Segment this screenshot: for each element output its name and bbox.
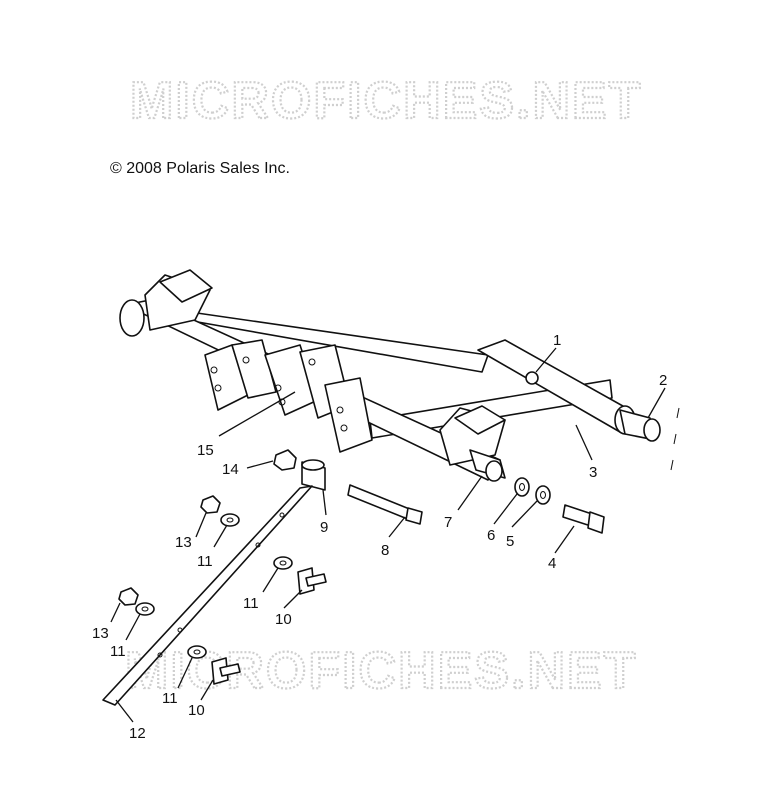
watermark-top: MICROFICHES.NET [130,72,642,130]
callout-10-lower: 10 [188,702,205,719]
callout-6: 6 [487,527,495,544]
callout-11-left: 11 [110,643,126,660]
callout-13-upper: 13 [175,534,192,551]
watermark-bottom: MICROFICHES.NET [125,642,637,700]
callout-14: 14 [222,461,239,478]
callout-11-lower: 11 [162,690,178,707]
callout-4: 4 [548,555,556,572]
callout-2: 2 [659,372,667,389]
callout-3: 3 [589,464,597,481]
callout-11-mid: 11 [243,595,259,612]
callout-5: 5 [506,533,514,550]
hardware-right [514,407,680,534]
callout-13-lower: 13 [92,625,109,642]
torque-arm-frame [119,269,661,482]
callout-12: 12 [129,725,146,742]
callout-11-upper: 11 [197,553,213,570]
hardware-center [273,449,423,525]
callout-9: 9 [320,519,328,536]
callout-1: 1 [553,332,561,349]
strap-assembly [102,485,327,706]
callout-10-upper: 10 [275,611,292,628]
callout-15: 15 [197,442,214,459]
callout-8: 8 [381,542,389,559]
leader-lines [110,347,666,723]
callout-7: 7 [444,514,452,531]
callout-labels: 1 2 3 4 5 6 7 8 9 10 10 11 11 11 11 12 1… [92,332,667,742]
copyright-notice: © 2008 Polaris Sales Inc. [110,160,290,177]
